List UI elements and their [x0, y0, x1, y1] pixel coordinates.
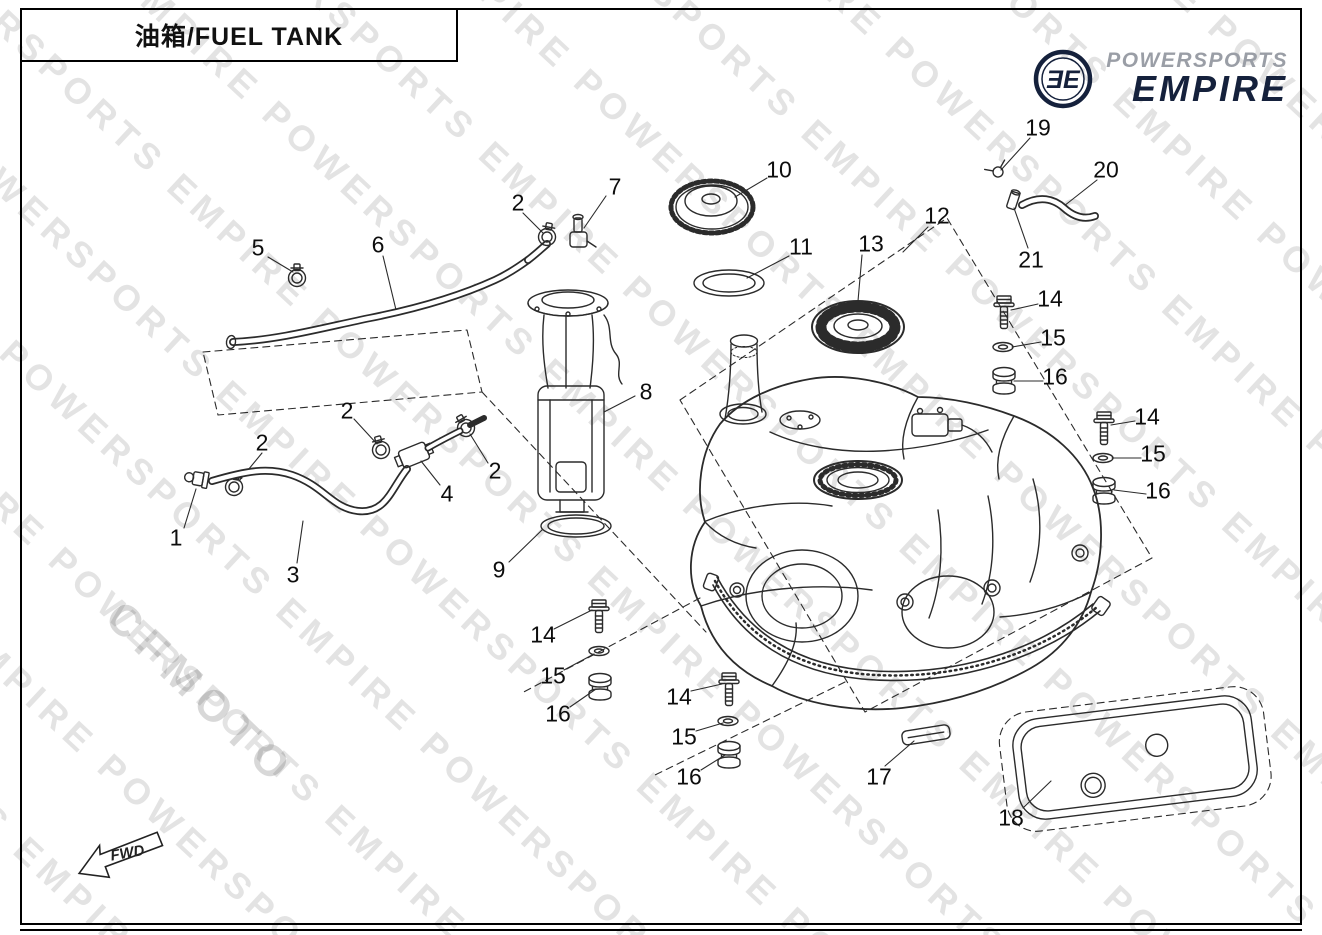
callout-14-b: 14 [1134, 403, 1160, 430]
grommet-16-c [588, 672, 612, 701]
fwd-arrow-icon: FWD [77, 831, 164, 879]
bolt-14-b [1093, 411, 1115, 446]
filler-ring-11 [693, 269, 765, 297]
callout-14-a: 14 [1037, 285, 1063, 312]
fuel-pump-connector-7 [569, 213, 597, 248]
washer-15-c [588, 645, 610, 657]
callout-16-c: 16 [545, 700, 571, 727]
fuel-cap-10 [668, 178, 756, 236]
fuel-tank-body-12 [690, 334, 1111, 711]
callout-14-d: 14 [666, 683, 692, 710]
bolt-14-d [718, 672, 740, 707]
brand-logo: ƎE POWERSPORTS EMPIRE [1032, 48, 1288, 110]
spring-clip-19 [983, 159, 1006, 178]
callout-12: 12 [924, 202, 950, 229]
mount-bracket-17 [901, 724, 951, 746]
fuel-valve-4 [393, 415, 487, 469]
hose-clamp-2b [368, 433, 393, 462]
callout-5: 5 [251, 234, 265, 261]
bottom-rule [20, 929, 1302, 931]
callout-16-b: 16 [1145, 477, 1171, 504]
washer-15-a [992, 341, 1014, 353]
fuel-hose-6 [225, 240, 551, 350]
callout-13: 13 [858, 230, 884, 257]
callout-2b: 2 [340, 397, 354, 424]
hose-clamp-5 [287, 263, 307, 288]
tank-cap-13 [811, 300, 905, 354]
fwd-label: FWD [109, 842, 146, 865]
dashed-reference-lines [202, 217, 1272, 832]
callout-8: 8 [639, 378, 653, 405]
fuel-pump-assembly-8 [527, 289, 623, 513]
callout-20: 20 [1093, 156, 1119, 183]
callout-1: 1 [169, 524, 183, 551]
callout-17: 17 [866, 763, 892, 790]
fwd-arrow: FWD [68, 822, 172, 887]
callout-2a: 2 [511, 189, 525, 216]
callout-4: 4 [440, 480, 454, 507]
hose-fitting-1 [183, 471, 210, 489]
grommet-16-a [992, 366, 1016, 395]
pump-gasket-9 [540, 514, 612, 538]
logo-empire-text: EMPIRE [1131, 67, 1288, 109]
page-title: 油箱/FUEL TANK [134, 23, 344, 51]
callout-15-b: 15 [1140, 440, 1166, 467]
fuel-hose-3 [208, 465, 411, 516]
callout-6: 6 [371, 231, 385, 258]
callout-18: 18 [998, 804, 1024, 831]
callout-21: 21 [1018, 246, 1044, 273]
callout-3: 3 [286, 561, 300, 588]
callout-19: 19 [1025, 114, 1051, 141]
callout-16-d: 16 [676, 763, 702, 790]
logo-emblem-glyph: ƎE [1047, 66, 1082, 94]
logo-powersports-text: POWERSPORTS [1106, 48, 1288, 72]
callout-2c: 2 [255, 429, 269, 456]
callout-14-c: 14 [530, 621, 556, 648]
logo-wordmark: POWERSPORTS EMPIRE [1106, 49, 1288, 110]
logo-emblem-icon: ƎE [1033, 49, 1093, 109]
vent-hose-20 [1018, 195, 1099, 222]
callout-7: 7 [608, 173, 622, 200]
callout-9: 9 [492, 556, 506, 583]
callout-15-d: 15 [671, 723, 697, 750]
callout-15-c: 15 [540, 662, 566, 689]
hose-fitting-21 [1006, 189, 1021, 211]
callout-2d: 2 [488, 457, 502, 484]
bolt-14-c [588, 599, 610, 634]
callout-15-a: 15 [1040, 324, 1066, 351]
leader-lines [183, 137, 1147, 809]
callout-11: 11 [789, 233, 813, 260]
gasket-plate-18 [1012, 695, 1258, 820]
grommet-16-d [717, 740, 741, 769]
washer-15-b [1092, 452, 1114, 464]
title-box: 油箱/FUEL TANK [20, 8, 458, 62]
callout-16-a: 16 [1042, 363, 1068, 390]
callout-10: 10 [766, 156, 792, 183]
washer-15-d [717, 715, 739, 727]
